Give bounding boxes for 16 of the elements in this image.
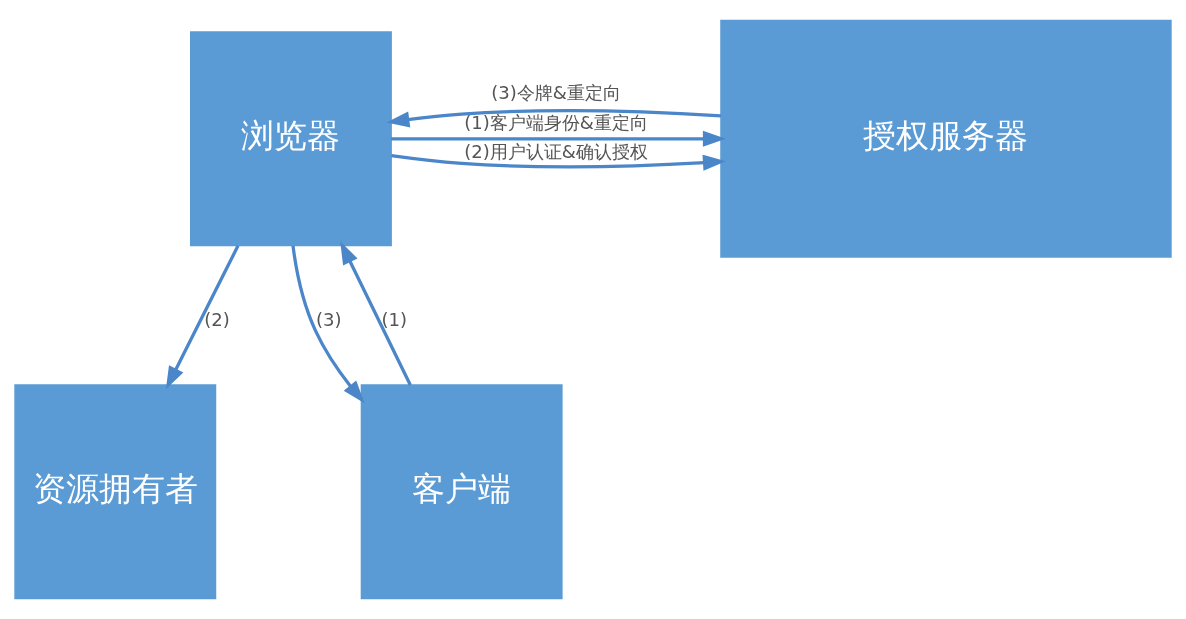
edge-label: (2) — [204, 308, 230, 330]
arrow — [386, 108, 722, 128]
node-box: 客户端 — [360, 384, 563, 600]
arrow — [391, 154, 726, 171]
arrow — [391, 130, 726, 147]
arrow — [165, 245, 240, 390]
edge-label: (3) — [315, 308, 342, 330]
edge-label: (2)用户认证&确认授权 — [464, 141, 648, 163]
node-box: 资源拥有者 — [14, 384, 217, 600]
edge-label: (1) — [381, 308, 408, 330]
node-box: 浏览器 — [189, 31, 392, 247]
edge-label: (1)客户端身份&重定向 — [464, 111, 648, 133]
arrow — [340, 241, 412, 386]
arrow — [291, 245, 365, 404]
edge-label: (3)令牌&重定向 — [491, 82, 621, 104]
node-box: 授权服务器 — [720, 19, 1172, 258]
